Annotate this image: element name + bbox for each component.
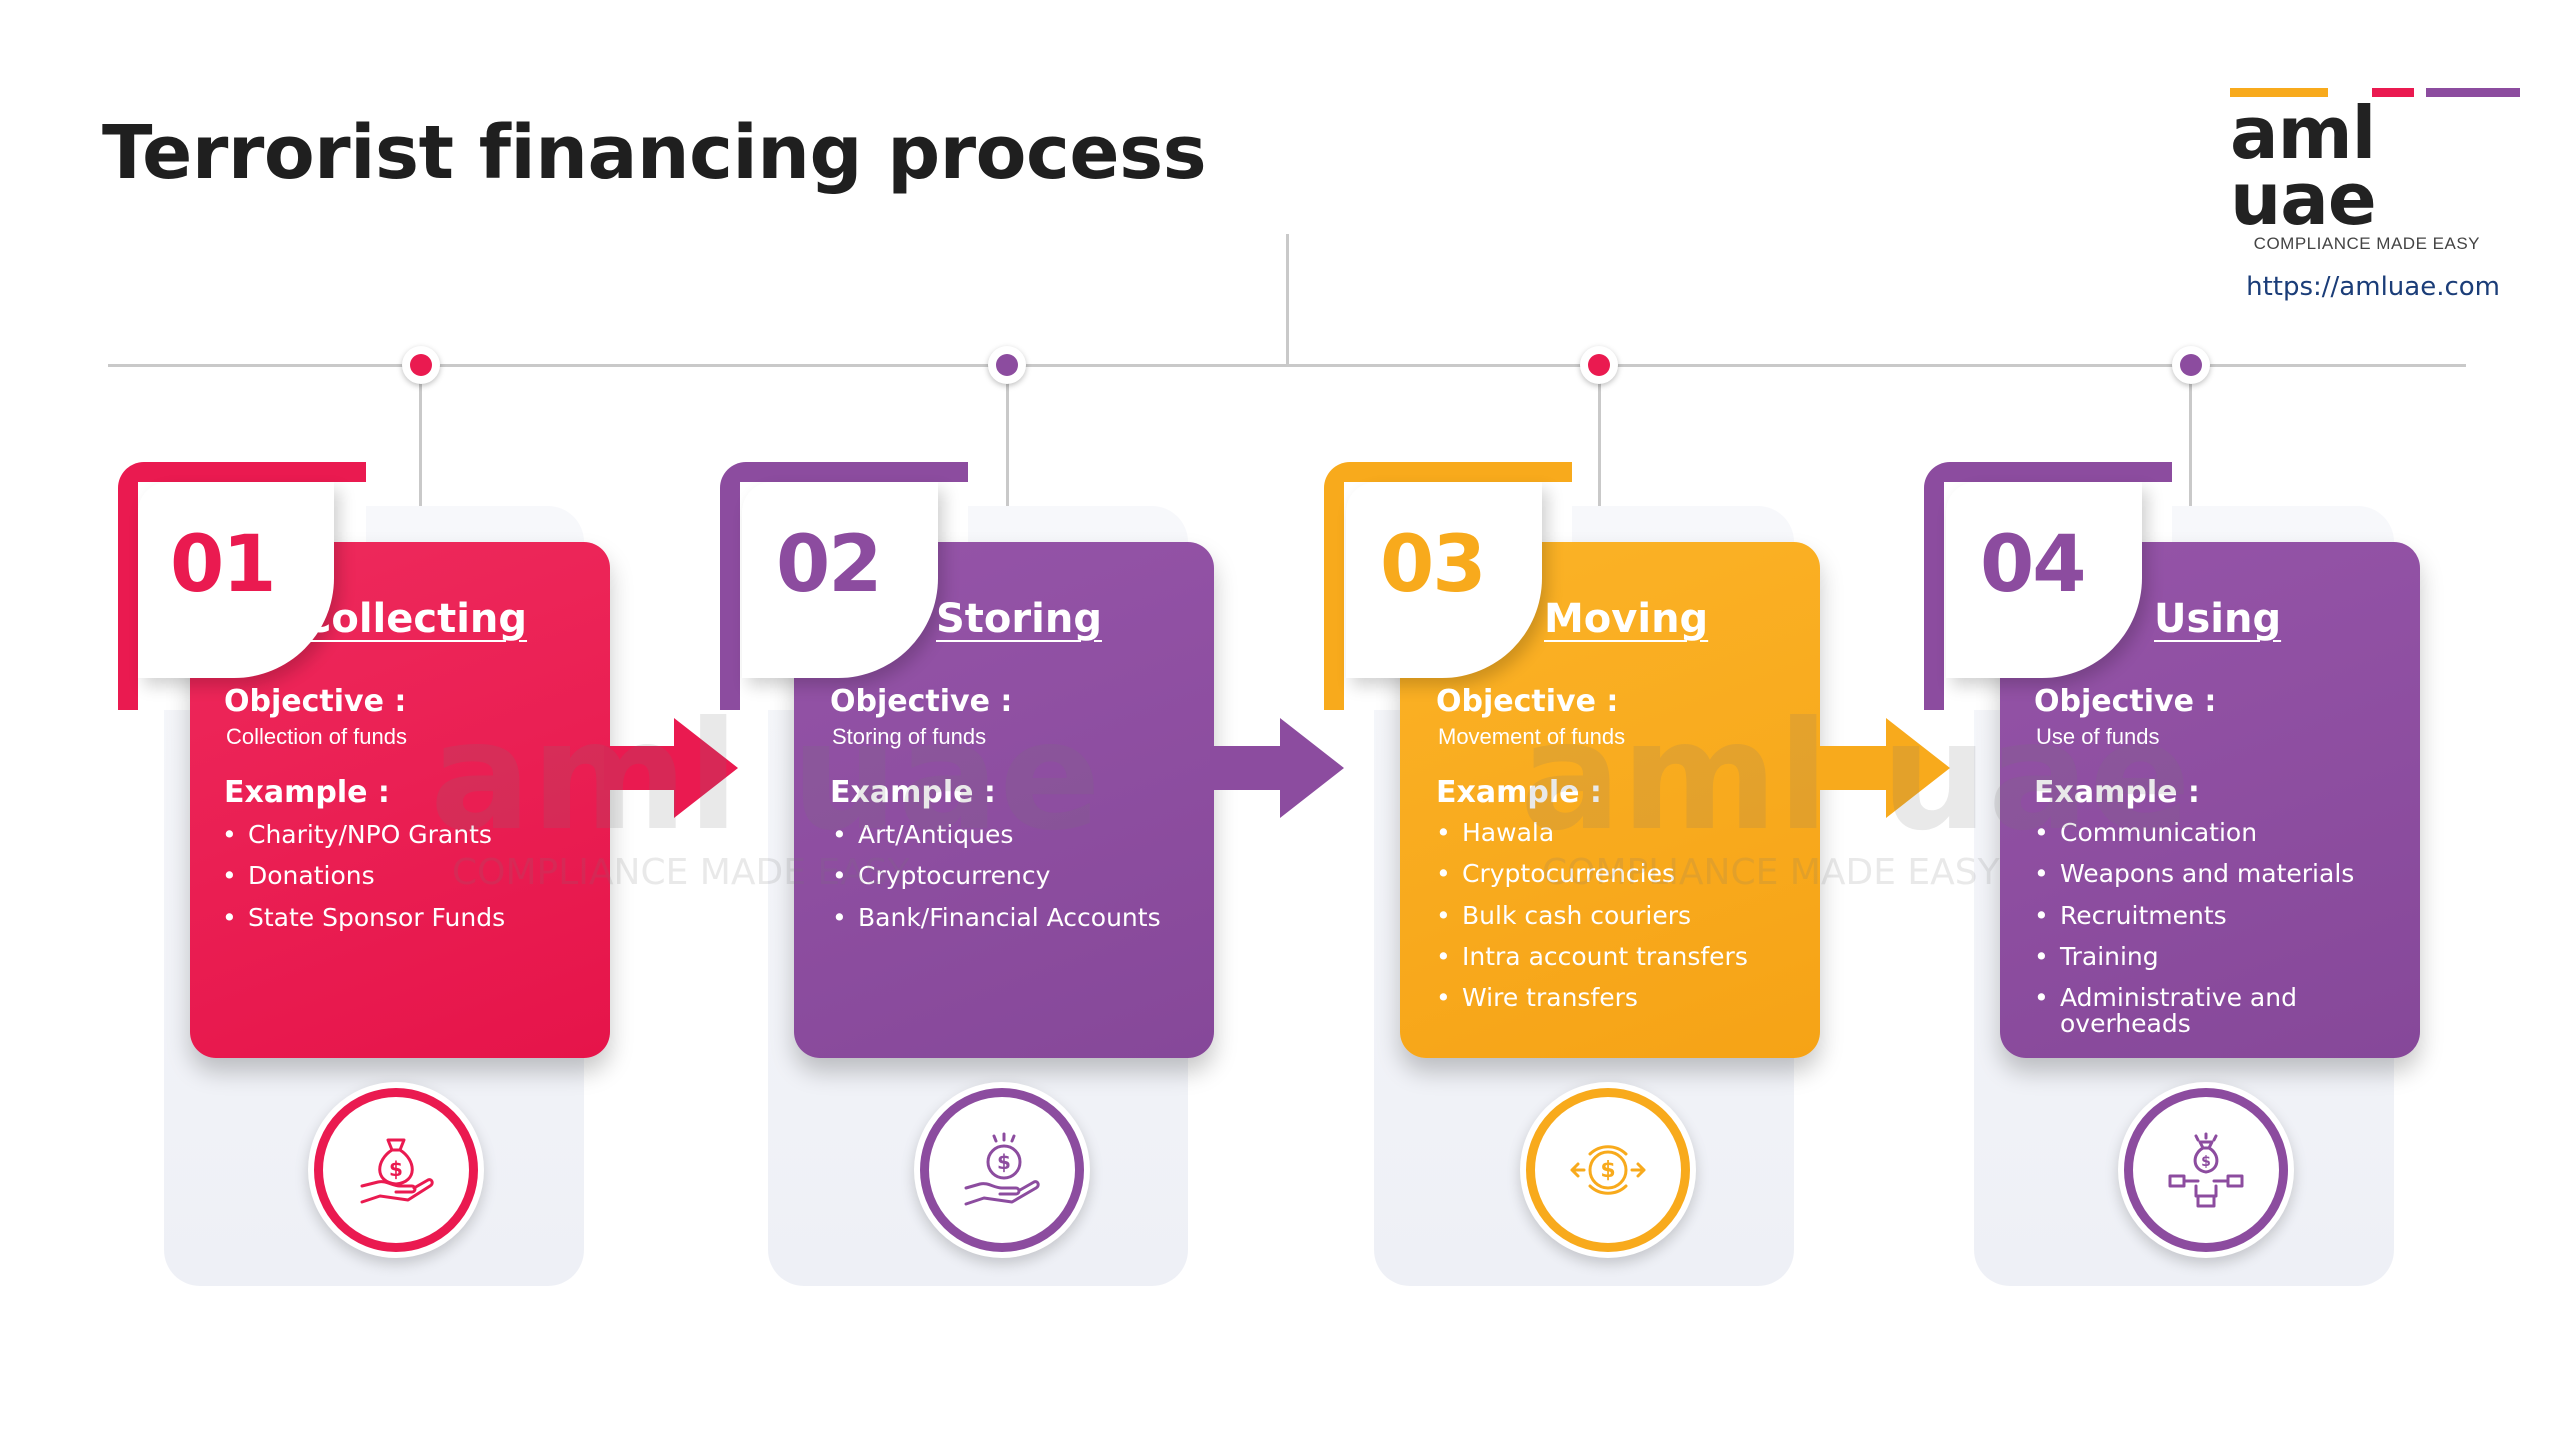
stage-icon-4: $	[2118, 1082, 2294, 1258]
objective-label-4: Objective :	[2034, 684, 2217, 719]
objective-label-1: Objective :	[224, 684, 407, 719]
stage-title-3: Moving	[1544, 596, 1709, 642]
stage-number-2: 02	[776, 520, 883, 610]
objective-label-3: Objective :	[1436, 684, 1619, 719]
example-label-4: Example :	[2034, 775, 2200, 810]
list-item: Donations	[222, 862, 562, 889]
logo[interactable]: aml uae COMPLIANCE MADE EASY https://aml…	[2230, 88, 2520, 302]
list-item: Recruitments	[2034, 902, 2394, 929]
list-item: Charity/NPO Grants	[222, 821, 562, 848]
stage-icon-2: $	[914, 1082, 1090, 1258]
arrow-right-icon	[1816, 718, 1950, 818]
list-item: Intra account transfers	[1436, 943, 1796, 970]
website-link[interactable]: https://amluae.com	[2246, 272, 2500, 302]
page-title: Terrorist financing process	[102, 110, 1207, 196]
stage-number-4: 04	[1980, 520, 2087, 610]
example-list-3: Hawala Cryptocurrencies Bulk cash courie…	[1436, 819, 1796, 1026]
arrow-right-icon	[604, 718, 738, 818]
example-list-2: Art/Antiques Cryptocurrency Bank/Financi…	[832, 821, 1192, 946]
stage-number-tab-2	[742, 482, 938, 678]
svg-text:$: $	[997, 1150, 1011, 1174]
list-item: Administrative and overheads	[2034, 984, 2364, 1038]
list-item: Cryptocurrencies	[1436, 860, 1796, 887]
timeline-dot-1	[402, 346, 440, 384]
list-item: Training	[2034, 943, 2394, 970]
objective-text-4: Use of funds	[2036, 724, 2160, 749]
money-bag-hand-icon: $	[360, 1138, 434, 1204]
arrow-right-icon	[1210, 718, 1344, 818]
list-item: Communication	[2034, 819, 2394, 846]
dollar-exchange-icon: $	[1570, 1145, 1646, 1195]
timeline-dot-4	[2172, 346, 2210, 384]
coin-hand-icon: $	[964, 1132, 1040, 1206]
objective-label-2: Objective :	[830, 684, 1013, 719]
example-list-4: Communication Weapons and materials Recr…	[2034, 819, 2394, 1053]
logo-color-bars	[2230, 88, 2520, 98]
svg-text:$: $	[1600, 1158, 1615, 1183]
list-item: Art/Antiques	[832, 821, 1192, 848]
stage-title-4: Using	[2154, 596, 2282, 642]
example-label-3: Example :	[1436, 775, 1602, 810]
stage-number-tab-4	[1946, 482, 2142, 678]
example-label-1: Example :	[224, 775, 390, 810]
timeline-connector-3	[1598, 366, 1601, 506]
stage-number-tab-1	[138, 482, 334, 678]
stage-title-2: Storing	[936, 596, 1102, 642]
list-item: Wire transfers	[1436, 984, 1796, 1011]
list-item: Hawala	[1436, 819, 1796, 846]
list-item: Bank/Financial Accounts	[832, 904, 1192, 931]
example-label-2: Example :	[830, 775, 996, 810]
money-distribution-icon: $	[2168, 1132, 2244, 1208]
timeline-dot-3	[1580, 346, 1618, 384]
objective-text-2: Storing of funds	[832, 724, 987, 749]
objective-text-3: Movement of funds	[1438, 724, 1626, 749]
timeline-connector-1	[419, 366, 422, 506]
objective-text-1: Collection of funds	[226, 724, 407, 749]
timeline-connector-4	[2189, 366, 2192, 506]
stage-number-tab-3	[1346, 482, 1542, 678]
stage-icon-3: $	[1520, 1082, 1696, 1258]
list-item: Cryptocurrency	[832, 862, 1192, 889]
stage-number-3: 03	[1380, 520, 1487, 610]
logo-tagline: COMPLIANCE MADE EASY	[2253, 234, 2480, 253]
timeline-connector-2	[1006, 366, 1009, 506]
stage-icon-1: $	[308, 1082, 484, 1258]
svg-text:$: $	[389, 1157, 403, 1181]
stage-number-1: 01	[170, 520, 277, 610]
list-item: State Sponsor Funds	[222, 904, 562, 931]
logo-wordmark: aml uae	[2230, 91, 2377, 241]
timeline-center-stem	[1286, 234, 1289, 366]
example-list-1: Charity/NPO Grants Donations State Spons…	[222, 821, 562, 946]
timeline-dot-2	[988, 346, 1026, 384]
list-item: Bulk cash couriers	[1436, 902, 1796, 929]
stage-title-1: Collecting	[302, 596, 528, 642]
list-item: Weapons and materials	[2034, 860, 2394, 887]
svg-text:$: $	[2201, 1154, 2211, 1170]
